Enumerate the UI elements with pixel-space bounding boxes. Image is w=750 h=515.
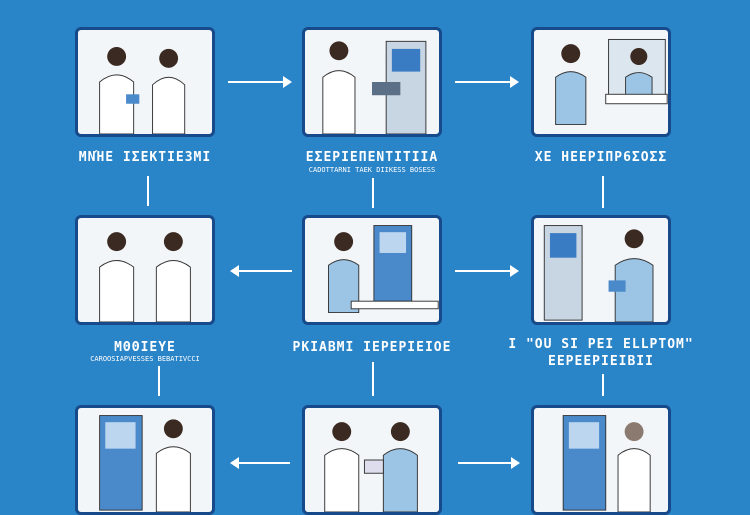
step-panel-document-exchange — [302, 405, 442, 515]
connector-line — [602, 176, 604, 208]
document-exchange-illustration — [324, 422, 418, 512]
step-3-title: ΧΕ ΗΕΕΡΙΠΡ6ΣΟΣΣ — [534, 150, 668, 165]
arrow-left — [230, 265, 292, 277]
arrow-left — [230, 457, 290, 469]
connector-line — [602, 374, 604, 396]
arrow-right — [455, 265, 519, 277]
connector-line — [372, 178, 374, 208]
step-panel-handover — [75, 215, 215, 325]
step-2-subtitle: CADOTTARNI TAEK DIIKESS BOSESS — [308, 166, 436, 174]
step-panel-kiosk-doctor — [302, 27, 442, 137]
arrow-right — [228, 76, 292, 88]
connector-line — [372, 362, 374, 396]
arrow-right — [455, 76, 519, 88]
step-panel-kiosk-check-in — [302, 215, 442, 325]
kiosk-nurse-illustration — [99, 415, 191, 512]
handover-illustration — [99, 232, 191, 322]
reception-illustration — [555, 38, 668, 126]
step-6-subtitle: ΕΕΡΕΕΡΙΕΙΒΙΙ — [548, 354, 654, 369]
step-1-title: ΜΝΉΕ ΙΣΕΚΤΙΕЗΜΙ — [78, 150, 212, 165]
step-panel-kiosk-doctor-final — [531, 405, 671, 515]
arrow-right — [458, 457, 520, 469]
connector-line — [147, 176, 149, 206]
step-2-title: ΕΣΕΡΙΕΠΕΝΤΙΤΙΙΑ — [305, 150, 439, 165]
step-panel-doctors-consult — [75, 27, 215, 137]
connector-line — [158, 366, 160, 396]
kiosk-doctor-final-illustration — [562, 415, 651, 512]
step-4-subtitle: CAROOSIAPVESSES BEBATIVCCI — [90, 355, 200, 363]
patient-tablet-illustration — [543, 225, 654, 322]
step-panel-kiosk-nurse — [75, 405, 215, 515]
kiosk-illustration — [322, 40, 427, 134]
doctors-illustration — [99, 47, 186, 134]
step-4-title: ΜΘΘΙΕΥΕ — [114, 340, 176, 355]
step-panel-patient-tablet — [531, 215, 671, 325]
kiosk-check-in-illustration — [328, 225, 439, 314]
step-panel-reception — [531, 27, 671, 137]
step-5-title: ΡΚΙΑΒΜΙ ΙΕΡΕΡΙΕΙΟΕ — [292, 340, 452, 355]
step-6-title: I "OU SI PEI ELLPTOM" — [508, 337, 694, 352]
